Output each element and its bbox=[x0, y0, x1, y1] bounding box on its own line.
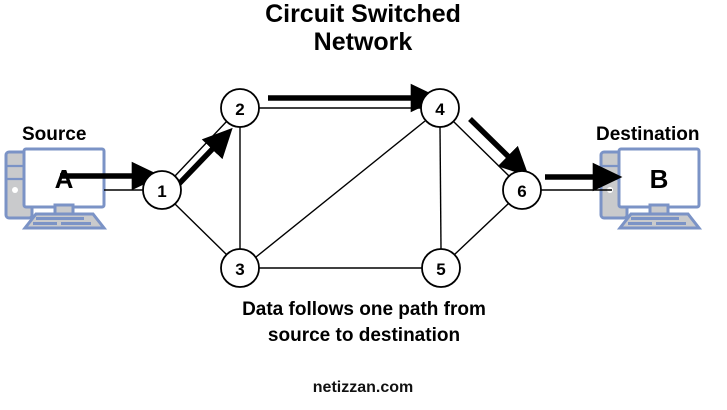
path-arrow-1-2 bbox=[173, 127, 233, 190]
destination-host-letter: B bbox=[650, 164, 669, 194]
link-1-2 bbox=[174, 120, 228, 177]
node-6-label: 6 bbox=[517, 182, 526, 201]
destination-label: Destination bbox=[596, 124, 699, 145]
link-3-4 bbox=[255, 120, 426, 258]
network-nodes: 1 2 3 4 5 6 bbox=[142, 88, 542, 288]
node-2[interactable]: 2 bbox=[220, 88, 260, 128]
node-3[interactable]: 3 bbox=[220, 248, 260, 288]
link-5-6 bbox=[453, 202, 510, 256]
source-computer-icon: A bbox=[4, 147, 108, 230]
diagram-title-line2: Network bbox=[314, 28, 413, 56]
node-4-label: 4 bbox=[435, 100, 445, 119]
source-host-letter: A bbox=[55, 164, 74, 194]
diagram-title-line1: Circuit Switched bbox=[265, 0, 461, 28]
path-arrow-4-6 bbox=[468, 117, 530, 177]
node-5-label: 5 bbox=[436, 260, 445, 279]
watermark: netizzan.com bbox=[313, 379, 413, 396]
node-5[interactable]: 5 bbox=[421, 248, 461, 288]
source-label: Source bbox=[22, 124, 86, 145]
node-3-label: 3 bbox=[235, 260, 244, 279]
link-1-3 bbox=[174, 203, 228, 256]
caption-line1: Data follows one path from bbox=[242, 299, 486, 320]
active-path-arrows bbox=[60, 83, 623, 192]
node-1-label: 1 bbox=[157, 182, 166, 201]
node-4[interactable]: 4 bbox=[420, 88, 460, 128]
node-2-label: 2 bbox=[235, 100, 244, 119]
node-1[interactable]: 1 bbox=[142, 170, 182, 210]
link-4-5 bbox=[439, 126, 442, 250]
node-6[interactable]: 6 bbox=[502, 170, 542, 210]
destination-computer-icon: B bbox=[599, 147, 703, 230]
caption-line2: source to destination bbox=[268, 325, 460, 346]
